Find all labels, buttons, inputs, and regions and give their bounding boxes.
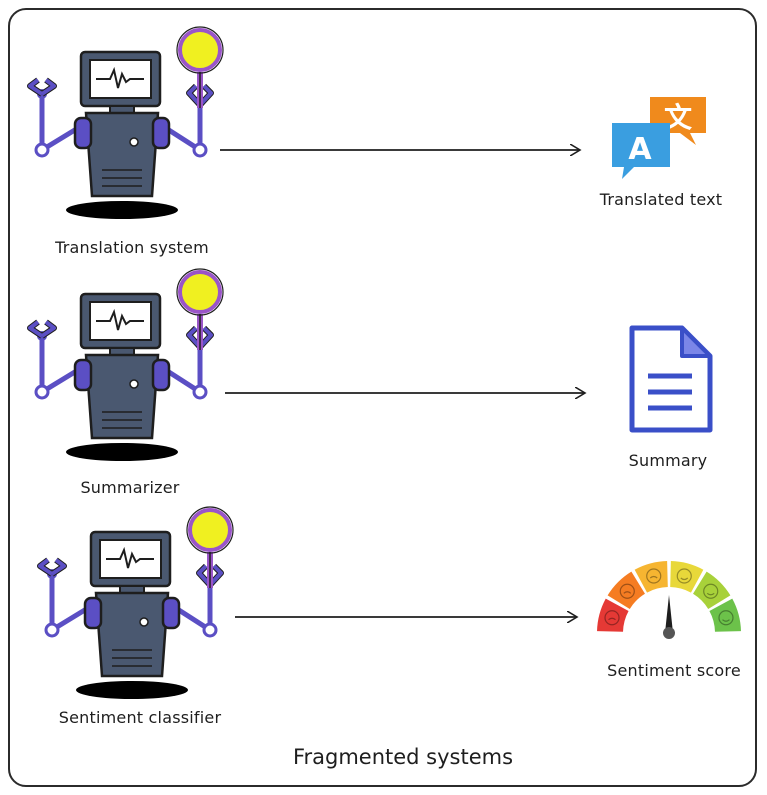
gauge-segment bbox=[693, 571, 731, 609]
robot-sentiment-classifier bbox=[10, 480, 250, 710]
gauge-segment bbox=[607, 571, 645, 609]
gauge-face-icon bbox=[703, 583, 719, 599]
gauge-face-mouth bbox=[706, 592, 715, 596]
output-label-translated-text: Translated text bbox=[599, 190, 723, 209]
diagram-caption: Fragmented systems bbox=[292, 745, 514, 769]
gauge-segment bbox=[597, 598, 629, 632]
sentiment-gauge-icon bbox=[597, 561, 741, 639]
system-label-summarizer: Summarizer bbox=[80, 478, 180, 497]
output-label-sentiment-score: Sentiment score bbox=[607, 661, 741, 680]
gauge-face-icon bbox=[718, 610, 734, 626]
gauge-face-mouth bbox=[680, 577, 689, 581]
output-label-summary: Summary bbox=[628, 451, 708, 470]
system-label-sentiment-classifier: Sentiment classifier bbox=[58, 708, 222, 727]
gauge-segment bbox=[709, 598, 741, 632]
gauge-face-mouth bbox=[608, 617, 616, 621]
robot-summarizer bbox=[0, 242, 240, 472]
gauge-face-icon bbox=[604, 610, 620, 626]
translate-icon: 文 A bbox=[612, 97, 706, 179]
system-label-translation: Translation system bbox=[55, 238, 209, 257]
gauge-face-icon bbox=[676, 568, 692, 584]
gauge-face-icon bbox=[646, 568, 662, 584]
gauge-segment bbox=[670, 561, 704, 593]
gauge-face-mouth bbox=[623, 591, 632, 594]
gauge-face-mouth bbox=[722, 619, 730, 622]
robot-translation-system bbox=[0, 0, 240, 230]
document-icon bbox=[629, 325, 713, 433]
translate-glyph-latin: A bbox=[628, 132, 652, 167]
gauge-face-icon bbox=[619, 583, 635, 599]
gauge-face-mouth bbox=[649, 575, 658, 579]
gauge-segment bbox=[634, 561, 668, 593]
diagram-frame bbox=[8, 8, 757, 787]
